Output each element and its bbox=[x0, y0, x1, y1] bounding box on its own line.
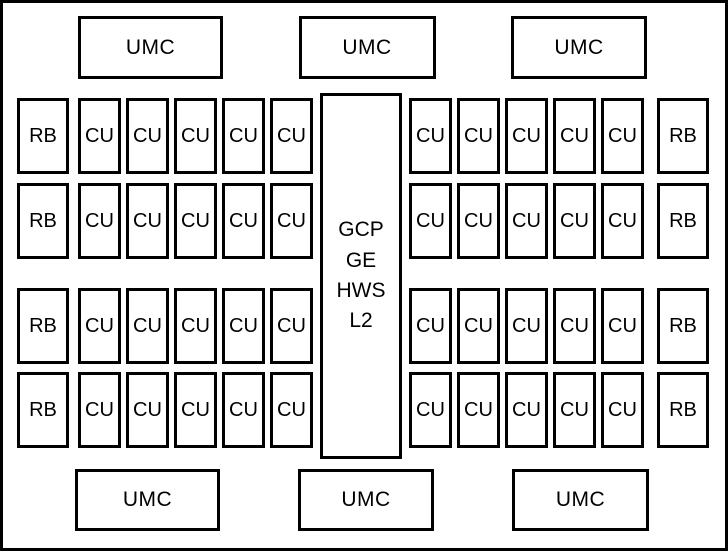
shader-row: RB CU CU CU CU CU bbox=[17, 183, 313, 259]
umc-box: UMC bbox=[512, 469, 649, 531]
rb-box: RB bbox=[657, 288, 709, 364]
cu-box: CU bbox=[601, 98, 644, 174]
cu-box: CU bbox=[126, 372, 169, 448]
cu-box: CU bbox=[457, 98, 500, 174]
rb-box: RB bbox=[657, 372, 709, 448]
cu-box: CU bbox=[174, 183, 217, 259]
cu-box: CU bbox=[409, 288, 452, 364]
shader-row: CU CU CU CU CU RB bbox=[409, 183, 709, 259]
rb-box: RB bbox=[17, 288, 69, 364]
center-block-label: HWS bbox=[336, 279, 386, 302]
cu-box: CU bbox=[174, 288, 217, 364]
cu-box: CU bbox=[222, 183, 265, 259]
cu-box: CU bbox=[78, 372, 121, 448]
shader-row: CU CU CU CU CU RB bbox=[409, 372, 709, 448]
cu-box: CU bbox=[222, 288, 265, 364]
cu-box: CU bbox=[78, 288, 121, 364]
cu-box: CU bbox=[553, 98, 596, 174]
cu-box: CU bbox=[553, 183, 596, 259]
cu-box: CU bbox=[601, 288, 644, 364]
cu-box: CU bbox=[601, 183, 644, 259]
cu-box: CU bbox=[409, 372, 452, 448]
cu-box: CU bbox=[601, 372, 644, 448]
cu-box: CU bbox=[505, 98, 548, 174]
cu-box: CU bbox=[270, 98, 313, 174]
center-block-label: GE bbox=[345, 248, 377, 272]
right-shader-array: CU CU CU CU CU RB CU CU CU CU CU RB CU C… bbox=[409, 98, 709, 459]
top-memory-band: UMC UMC UMC bbox=[3, 16, 725, 79]
cu-box: CU bbox=[505, 288, 548, 364]
cu-box: CU bbox=[457, 288, 500, 364]
rb-box: RB bbox=[657, 183, 709, 259]
shader-row: CU CU CU CU CU RB bbox=[409, 98, 709, 174]
umc-box: UMC bbox=[298, 469, 434, 531]
umc-box: UMC bbox=[511, 16, 647, 79]
cu-box: CU bbox=[457, 372, 500, 448]
umc-box: UMC bbox=[78, 16, 223, 79]
rb-box: RB bbox=[657, 98, 709, 174]
cu-box: CU bbox=[78, 98, 121, 174]
cu-box: CU bbox=[174, 372, 217, 448]
shader-row: RB CU CU CU CU CU bbox=[17, 98, 313, 174]
shader-row: RB CU CU CU CU CU bbox=[17, 288, 313, 364]
cu-box: CU bbox=[505, 372, 548, 448]
cu-box: CU bbox=[222, 98, 265, 174]
cu-box: CU bbox=[270, 372, 313, 448]
cu-box: CU bbox=[457, 183, 500, 259]
cu-box: CU bbox=[505, 183, 548, 259]
cu-box: CU bbox=[126, 98, 169, 174]
umc-box: UMC bbox=[298, 16, 436, 79]
cu-box: CU bbox=[270, 183, 313, 259]
left-shader-array: RB CU CU CU CU CU RB CU CU CU CU CU RB C… bbox=[17, 98, 313, 459]
shader-row: RB CU CU CU CU CU bbox=[17, 372, 313, 448]
cu-box: CU bbox=[409, 183, 452, 259]
rb-box: RB bbox=[17, 372, 69, 448]
rb-box: RB bbox=[17, 183, 69, 259]
cu-box: CU bbox=[78, 183, 121, 259]
center-block-label: L2 bbox=[349, 309, 373, 333]
cu-box: CU bbox=[409, 98, 452, 174]
center-control-block: GCP GE HWS L2 bbox=[320, 93, 402, 459]
cu-box: CU bbox=[270, 288, 313, 364]
center-block-label: GCP bbox=[338, 218, 384, 242]
cu-box: CU bbox=[126, 183, 169, 259]
shader-row: CU CU CU CU CU RB bbox=[409, 288, 709, 364]
cu-box: CU bbox=[553, 288, 596, 364]
cu-box: CU bbox=[174, 98, 217, 174]
bottom-memory-band: UMC UMC UMC bbox=[3, 469, 725, 531]
cu-box: CU bbox=[222, 372, 265, 448]
rb-box: RB bbox=[17, 98, 69, 174]
umc-box: UMC bbox=[75, 469, 220, 531]
cu-box: CU bbox=[126, 288, 169, 364]
core-section: RB CU CU CU CU CU RB CU CU CU CU CU RB C… bbox=[3, 93, 725, 459]
cu-box: CU bbox=[553, 372, 596, 448]
